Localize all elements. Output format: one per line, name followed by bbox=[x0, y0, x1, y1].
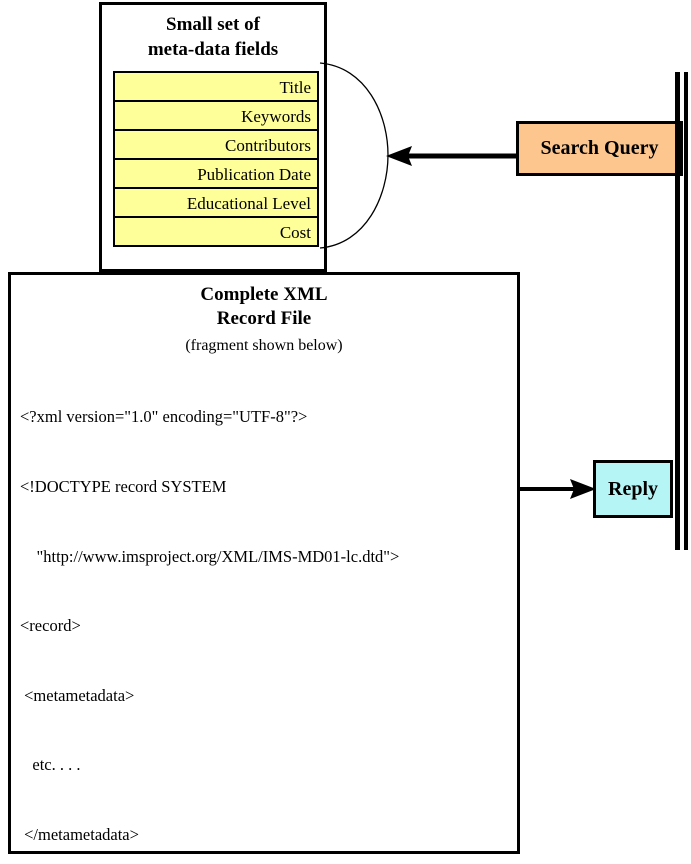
reply-arrow-icon bbox=[518, 479, 596, 499]
metadata-field-row: Publication Date bbox=[115, 160, 317, 189]
metadata-field-list: Title Keywords Contributors Publication … bbox=[113, 71, 319, 247]
xml-code-line: <!DOCTYPE record SYSTEM bbox=[20, 477, 227, 496]
xml-code-line: "http://www.imsproject.org/XML/IMS-MD01-… bbox=[20, 546, 400, 566]
reply-box: Reply bbox=[593, 460, 673, 518]
metadata-field-row: Cost bbox=[115, 218, 317, 247]
metadata-box-title: Small set of meta-data fields bbox=[147, 14, 279, 60]
xml-code-line: <metametadata> bbox=[20, 685, 135, 705]
metadata-fields-box: Small set of meta-data fields Title Keyw… bbox=[99, 2, 327, 272]
right-boundary-line-outer bbox=[684, 72, 688, 550]
xml-box-subheading: (fragment shown below) bbox=[185, 337, 343, 354]
xml-code-line: <record> bbox=[20, 616, 81, 636]
metadata-field-row: Contributors bbox=[115, 131, 317, 160]
xml-code-line: <?xml version="1.0" encoding="UTF-8"?> bbox=[20, 407, 308, 427]
xml-box-heading: Complete XML Record File bbox=[200, 284, 328, 329]
metadata-field-row: Educational Level bbox=[115, 189, 317, 218]
metadata-field-row: Title bbox=[115, 73, 317, 102]
metadata-field-row: Keywords bbox=[115, 102, 317, 131]
xml-code-block: <?xml version="1.0" encoding="UTF-8"?> <… bbox=[20, 359, 513, 864]
right-boundary-line-inner bbox=[675, 72, 680, 550]
field-group-brace-icon bbox=[319, 62, 389, 249]
xml-record-box: Complete XML Record File (fragment shown… bbox=[8, 272, 520, 854]
search-query-box: Search Query bbox=[516, 121, 683, 176]
xml-code-line: </metametadata> bbox=[20, 824, 139, 844]
xml-code-line: etc. . . . bbox=[20, 755, 81, 775]
search-query-arrow-icon bbox=[386, 146, 518, 166]
